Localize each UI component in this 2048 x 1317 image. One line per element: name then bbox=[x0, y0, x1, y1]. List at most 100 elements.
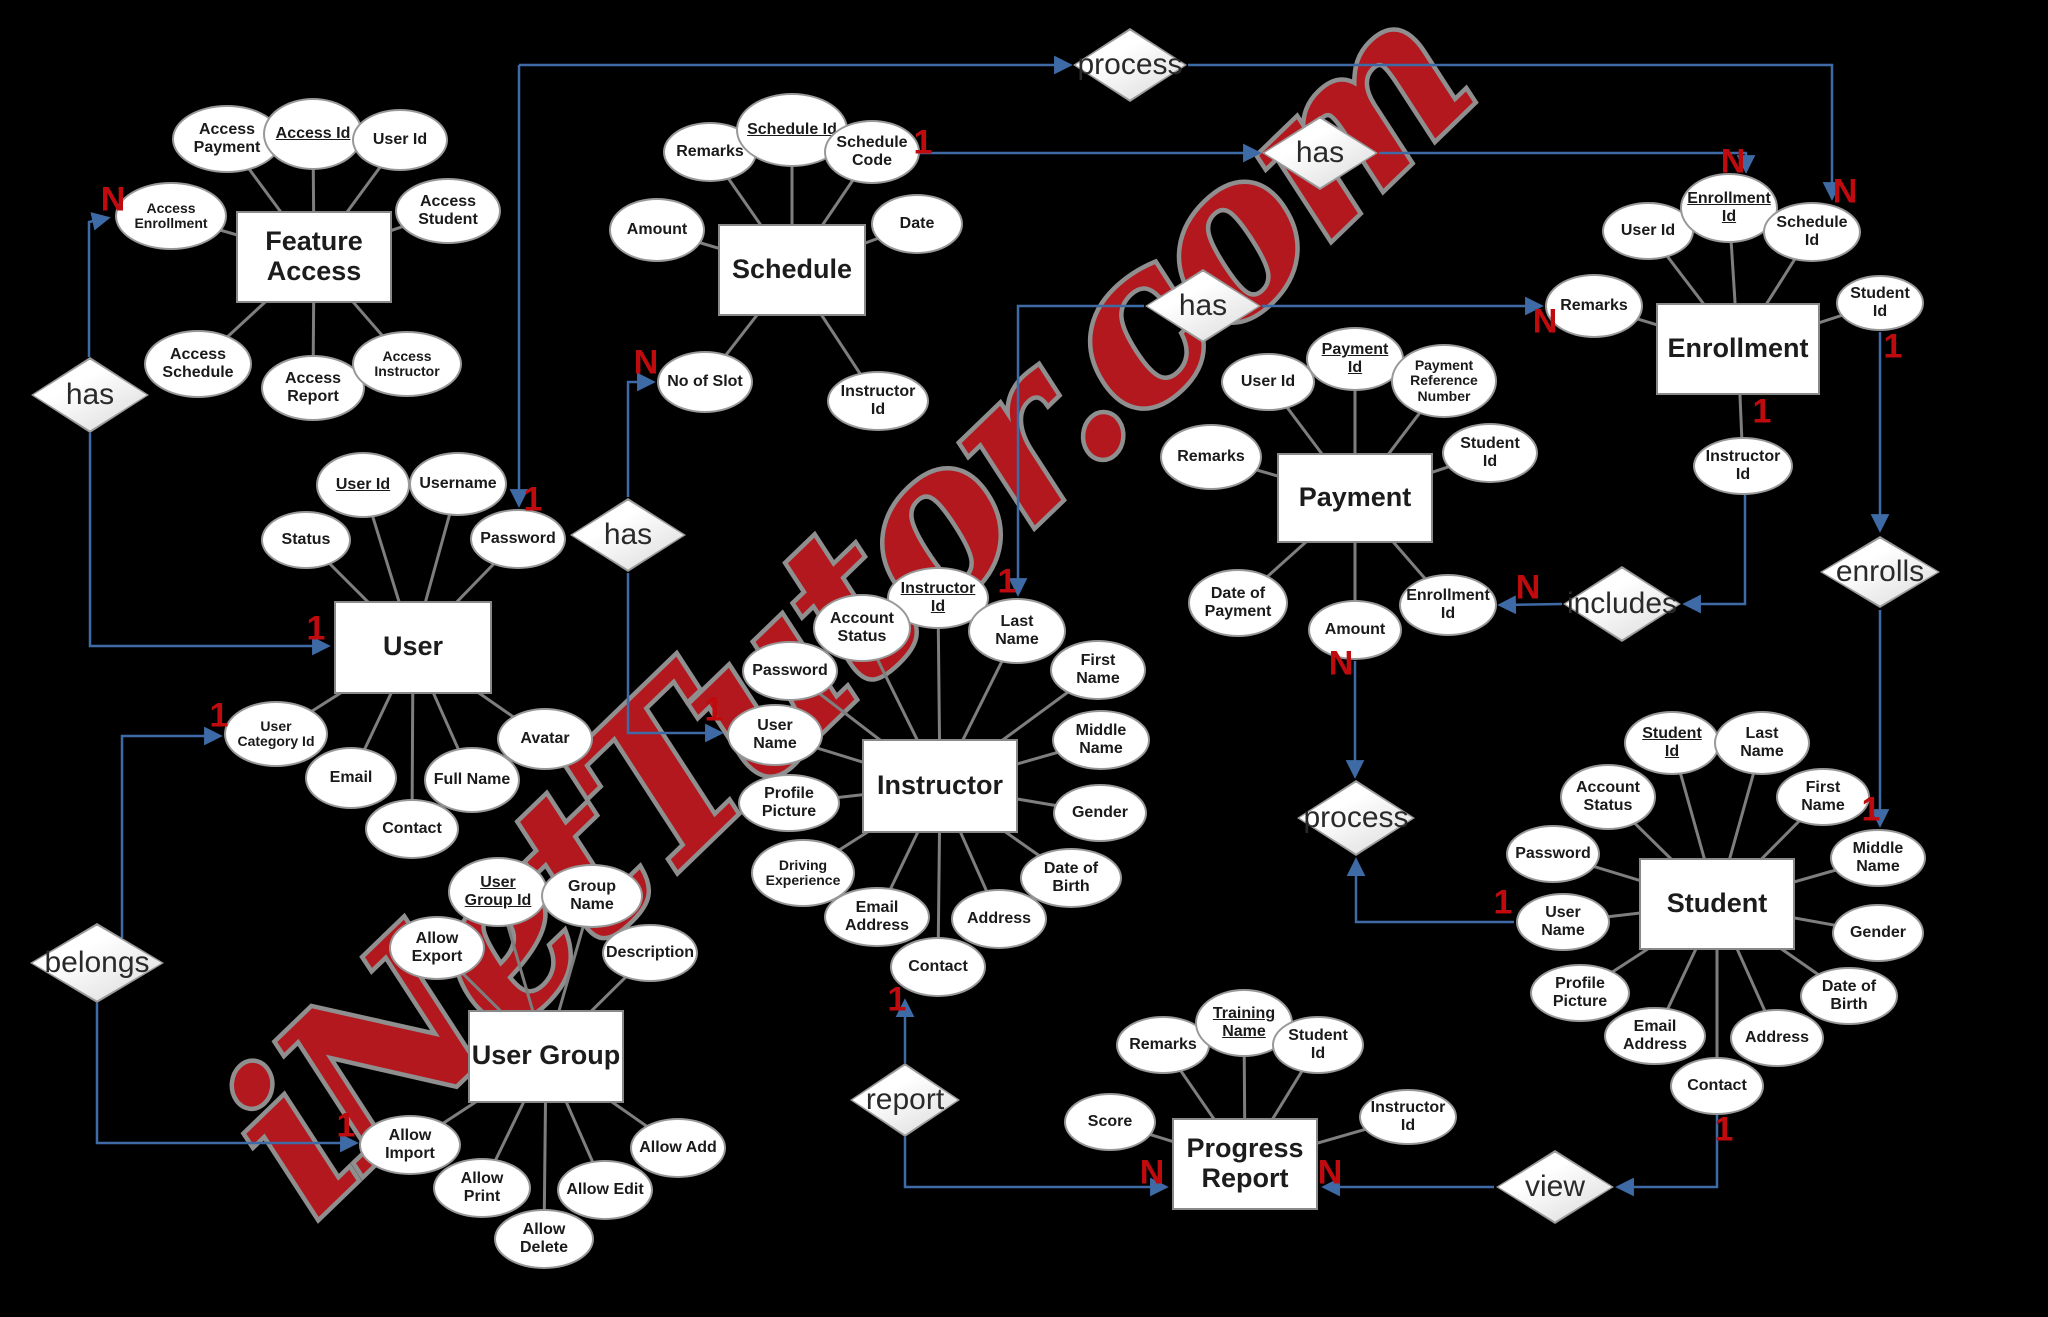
line-student-username-process bbox=[1346, 857, 1514, 924]
attribute-access-schedule-of-feature-access: Access Schedule bbox=[144, 330, 252, 398]
attribute-date-of-payment-of-payment: Date of Payment bbox=[1188, 569, 1288, 637]
entity-progress-report: Progress Report bbox=[1172, 1118, 1318, 1210]
attribute-first-name-of-student: First Name bbox=[1776, 768, 1870, 826]
attribute-student-id-of-student: Student Id bbox=[1624, 711, 1720, 775]
line-enrollment-includes bbox=[1682, 492, 1747, 614]
attribute-access-enrollment-of-feature-access: Access Enrollment bbox=[115, 182, 227, 250]
line-hasmid-noofslot bbox=[626, 372, 656, 497]
entity-user-group: User Group bbox=[468, 1009, 624, 1103]
relationship-label-includes: includes bbox=[1566, 587, 1678, 620]
attribute-score-of-progress-report: Score bbox=[1064, 1093, 1156, 1151]
attribute-last-name-of-student: Last Name bbox=[1714, 711, 1810, 775]
attribute-date-of-schedule: Date bbox=[871, 194, 963, 254]
attribute-training-name-of-progress-report: Training Name bbox=[1195, 989, 1293, 1057]
attribute-enrollment-id-of-payment: Enrollment Id bbox=[1399, 574, 1497, 636]
attribute-instructor-id-of-schedule: Instructor Id bbox=[827, 371, 929, 431]
attribute-allow-export-of-user-group: Allow Export bbox=[389, 916, 485, 980]
attribute-account-status-of-instructor: Account Status bbox=[813, 594, 911, 662]
attribute-instructor-id-of-enrollment: Instructor Id bbox=[1693, 437, 1793, 495]
relationship-view: view bbox=[1496, 1150, 1614, 1224]
attribute-allow-import-of-user-group: Allow Import bbox=[359, 1115, 461, 1175]
attribute-group-name-of-user-group: Group Name bbox=[541, 864, 643, 928]
attribute-payment-id-of-payment: Payment Id bbox=[1306, 327, 1404, 391]
line-student-contact-view bbox=[1615, 1114, 1719, 1197]
attribute-enrollment-id-of-enrollment: Enrollment Id bbox=[1680, 173, 1778, 243]
relationship-connectors bbox=[87, 55, 1890, 1197]
attribute-gender-of-student: Gender bbox=[1832, 904, 1924, 962]
entity-enrollment: Enrollment bbox=[1656, 303, 1820, 395]
entity-feature-access: Feature Access bbox=[236, 211, 392, 303]
attribute-date-of-birth-of-student: Date of Birth bbox=[1800, 967, 1898, 1025]
line-has-feature-user bbox=[88, 433, 331, 656]
relationship-process-enrollment: process bbox=[1073, 28, 1187, 102]
entity-user: User bbox=[334, 600, 492, 694]
relationship-label-report: report bbox=[865, 1083, 945, 1116]
attribute-address-of-student: Address bbox=[1730, 1009, 1824, 1067]
relationship-has-enrollment: has bbox=[1262, 116, 1378, 190]
relationship-report: report bbox=[850, 1063, 960, 1137]
attribute-payment-reference-number-of-payment: Payment Reference Number bbox=[1391, 344, 1497, 418]
attribute-profile-picture-of-instructor: Profile Picture bbox=[738, 774, 840, 832]
attribute-amount-of-payment: Amount bbox=[1308, 600, 1402, 660]
attribute-schedule-code-of-schedule: Schedule Code bbox=[824, 120, 920, 184]
relationship-label-has-instructor: has bbox=[1178, 289, 1228, 322]
line-haspay-lastname bbox=[1008, 304, 1144, 597]
attribute-student-id-of-payment: Student Id bbox=[1442, 423, 1538, 483]
attribute-description-of-user-group: Description bbox=[602, 924, 698, 982]
entity-schedule: Schedule bbox=[718, 224, 866, 316]
relationship-has-instructor: has bbox=[1145, 269, 1261, 343]
relationship-enrolls: enrolls bbox=[1820, 536, 1940, 608]
attribute-access-report-of-feature-access: Access Report bbox=[261, 355, 365, 421]
attribute-avatar-of-user: Avatar bbox=[497, 708, 593, 770]
line-includes-payment-enrollmentid bbox=[1497, 595, 1563, 615]
line-has-feature-access bbox=[87, 212, 111, 357]
attribute-profile-picture-of-student: Profile Picture bbox=[1530, 964, 1630, 1022]
relationship-label-enrolls: enrolls bbox=[1835, 555, 1925, 588]
attribute-user-name-of-student: User Name bbox=[1516, 893, 1610, 951]
line-has-enrollment-id bbox=[1379, 151, 1756, 174]
attribute-password-of-student: Password bbox=[1506, 825, 1600, 883]
relationship-label-has-enrollment: has bbox=[1295, 136, 1345, 169]
relationship-label-has-schedule: has bbox=[603, 518, 653, 551]
attribute-user-id-of-feature-access: User Id bbox=[352, 109, 448, 171]
attribute-account-status-of-student: Account Status bbox=[1560, 764, 1656, 830]
attribute-allow-add-of-user-group: Allow Add bbox=[630, 1118, 726, 1178]
attribute-user-category-id-of-user: User Category Id bbox=[224, 701, 328, 767]
attribute-user-id-of-user: User Id bbox=[316, 452, 410, 518]
relationship-belongs: belongs bbox=[30, 923, 164, 1003]
attribute-remarks-of-payment: Remarks bbox=[1160, 424, 1262, 490]
relationship-label-process-enrollment: process bbox=[1077, 48, 1183, 81]
attribute-student-id-of-enrollment: Student Id bbox=[1836, 275, 1924, 331]
attribute-student-id-of-progress-report: Student Id bbox=[1272, 1016, 1364, 1074]
attribute-middle-name-of-student: Middle Name bbox=[1830, 829, 1926, 887]
relationship-includes: includes bbox=[1563, 566, 1681, 642]
attribute-date-of-birth-of-instructor: Date of Birth bbox=[1020, 848, 1122, 908]
attribute-allow-edit-of-user-group: Allow Edit bbox=[557, 1160, 653, 1220]
attribute-access-student-of-feature-access: Access Student bbox=[395, 178, 501, 244]
relationship-label-has-feature: has bbox=[65, 378, 115, 411]
attribute-no-of-slot-of-schedule: No of Slot bbox=[657, 351, 753, 413]
attribute-status-of-user: Status bbox=[261, 511, 351, 569]
relationship-has-schedule: has bbox=[570, 498, 686, 572]
attribute-contact-of-instructor: Contact bbox=[890, 937, 986, 997]
entity-instructor: Instructor bbox=[862, 739, 1018, 833]
entity-student: Student bbox=[1639, 858, 1795, 950]
line-belongs-user bbox=[120, 726, 223, 938]
relationship-process-payment: process bbox=[1297, 780, 1415, 856]
relationship-label-process-payment: process bbox=[1303, 801, 1409, 834]
attribute-address-of-instructor: Address bbox=[951, 889, 1047, 949]
attribute-last-name-of-instructor: Last Name bbox=[968, 598, 1066, 664]
attribute-email-of-user: Email bbox=[305, 747, 397, 809]
attribute-contact-of-student: Contact bbox=[1670, 1057, 1764, 1115]
relationship-label-view: view bbox=[1524, 1170, 1585, 1203]
attribute-password-of-instructor: Password bbox=[742, 641, 838, 701]
attribute-user-group-id-of-user-group: User Group Id bbox=[448, 857, 548, 927]
attribute-user-id-of-payment: User Id bbox=[1221, 353, 1315, 411]
attribute-password-of-user: Password bbox=[470, 509, 566, 569]
attribute-full-name-of-user: Full Name bbox=[424, 747, 520, 813]
relationship-label-belongs: belongs bbox=[44, 946, 150, 979]
attribute-instructor-id-of-progress-report: Instructor Id bbox=[1359, 1089, 1457, 1145]
attribute-username-of-user: Username bbox=[409, 452, 507, 516]
line-belongs-usergroup bbox=[95, 1003, 359, 1153]
